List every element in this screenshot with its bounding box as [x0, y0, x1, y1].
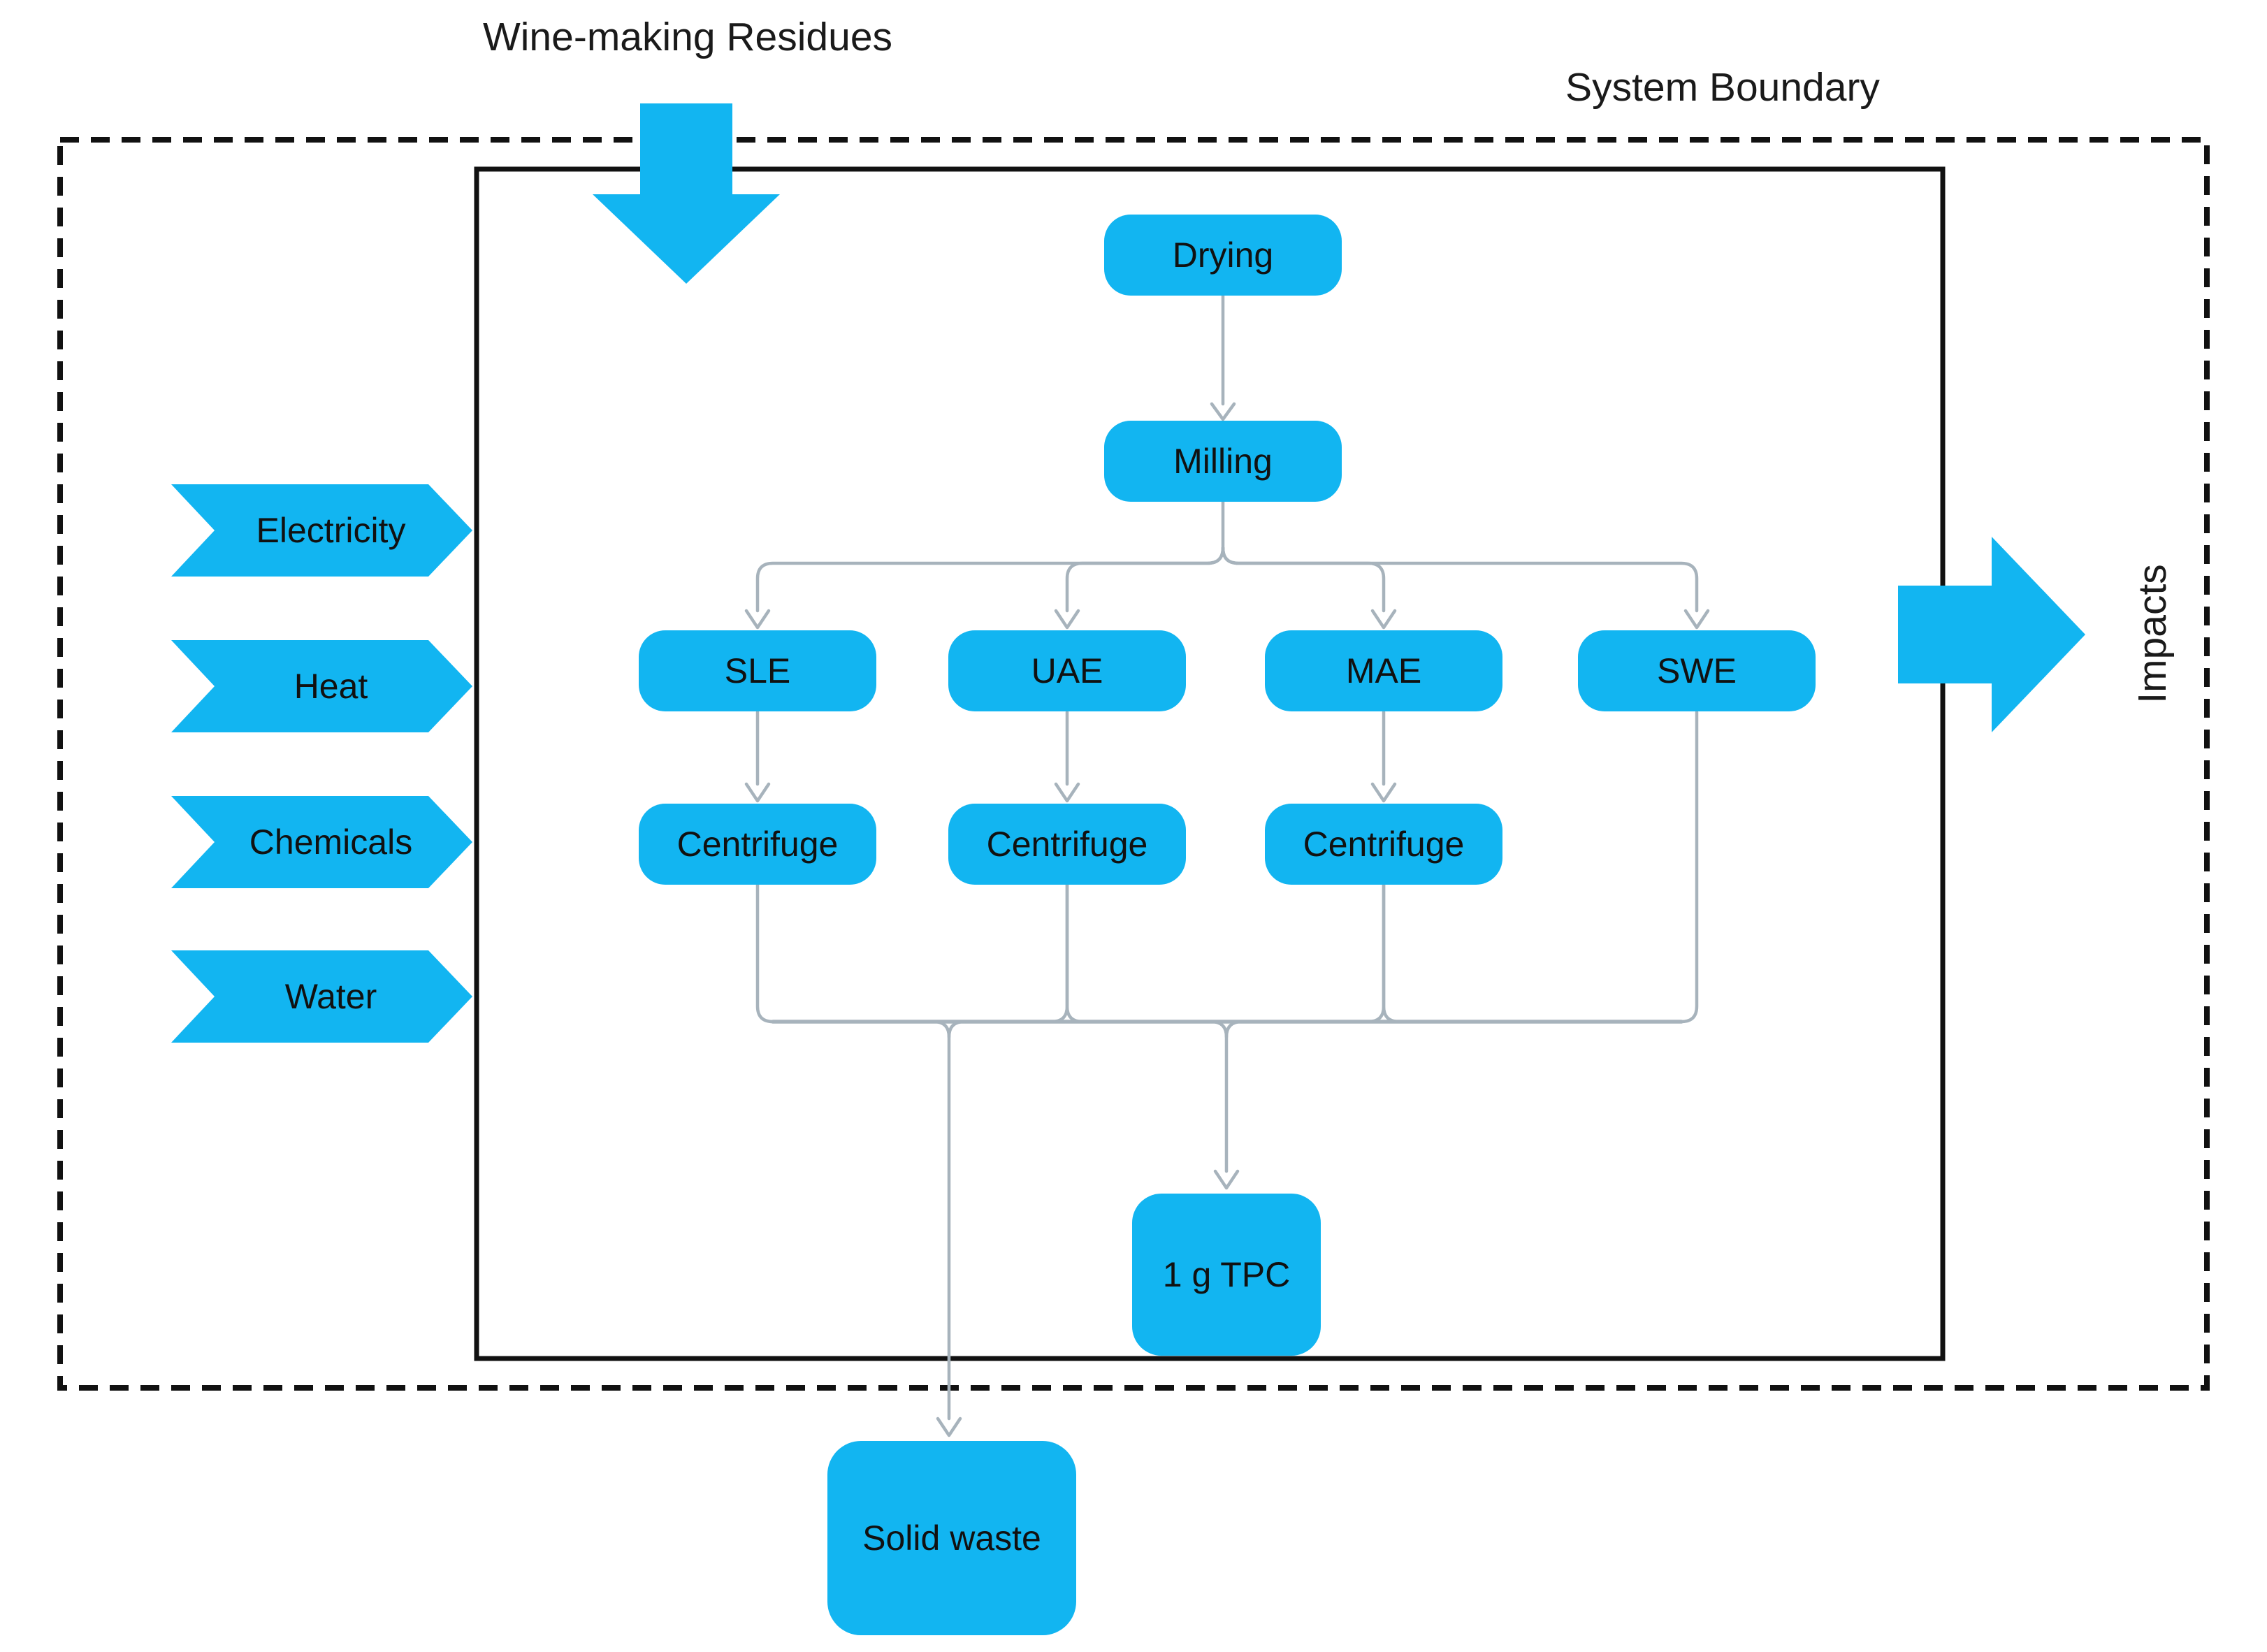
- node-centrifuge-2: Centrifuge: [948, 804, 1186, 885]
- system-boundary-dashed-rect: [57, 137, 2210, 1391]
- merge-from-centrifuge-3b: [1382, 883, 1401, 1024]
- inner-solid-rect: [474, 166, 1946, 1361]
- merge-from-centrifuge-3a: [1366, 883, 1386, 1024]
- arrowhead-centrifuge-3: [1370, 782, 1397, 803]
- arrowhead-swe: [1683, 609, 1710, 630]
- input-flow-title: Wine-making Residues: [482, 15, 893, 59]
- edge-to-solid-waste-fork: [947, 1020, 966, 1039]
- input-chevron-label: Electricity: [256, 511, 406, 550]
- impacts-right-arrow-icon: [1898, 537, 2085, 732]
- edge-to-mae: [1221, 546, 1386, 613]
- arrowhead-sle: [744, 609, 771, 630]
- input-flow-down-arrow-icon: [593, 103, 780, 284]
- merge-from-centrifuge-2b: [1065, 883, 1085, 1024]
- merge-from-centrifuge-2a: [1050, 883, 1069, 1024]
- input-chevron-heat: Heat: [171, 640, 472, 732]
- arrowhead-tpc: [1213, 1169, 1240, 1190]
- input-chevron-water: Water: [171, 950, 472, 1043]
- connectors: [744, 294, 1710, 1437]
- merge-from-centrifuge-1: [755, 883, 775, 1024]
- node-functional-unit-tpc: 1 g TPC: [1132, 1194, 1321, 1356]
- edge-to-uae: [1065, 546, 1225, 613]
- node-drying: Drying: [1104, 215, 1342, 296]
- node-swe: SWE: [1578, 630, 1816, 711]
- edge-to-swe: [1221, 546, 1699, 613]
- input-chevron-label: Water: [284, 977, 377, 1016]
- edge-to-tpc: [1209, 1020, 1229, 1173]
- system-boundary-title: System Boundary: [1565, 65, 1880, 110]
- node-sle: SLE: [639, 630, 876, 711]
- node-centrifuge-1: Centrifuge: [639, 804, 876, 885]
- node-solid-waste: Solid waste: [827, 1441, 1076, 1635]
- arrowhead-uae: [1054, 609, 1080, 630]
- node-centrifuge-3: Centrifuge: [1265, 804, 1502, 885]
- arrowhead-milling: [1210, 402, 1236, 421]
- node-uae: UAE: [948, 630, 1186, 711]
- node-mae: MAE: [1265, 630, 1502, 711]
- arrowhead-centrifuge-1: [744, 782, 771, 803]
- input-chevron-electricity: Electricity: [171, 484, 472, 577]
- edge-to-tpc-fork: [1224, 1020, 1244, 1039]
- input-chevron-label: Heat: [294, 667, 368, 706]
- arrowhead-centrifuge-2: [1054, 782, 1080, 803]
- arrowhead-mae: [1370, 609, 1397, 630]
- input-chevron-label: Chemicals: [249, 823, 413, 862]
- node-milling: Milling: [1104, 421, 1342, 502]
- merge-from-swe: [1679, 710, 1699, 1024]
- arrowhead-solid-waste: [936, 1416, 962, 1437]
- edge-to-sle: [755, 546, 1225, 613]
- input-chevron-chemicals: Chemicals: [171, 796, 472, 888]
- impacts-label: Impacts: [2130, 564, 2175, 704]
